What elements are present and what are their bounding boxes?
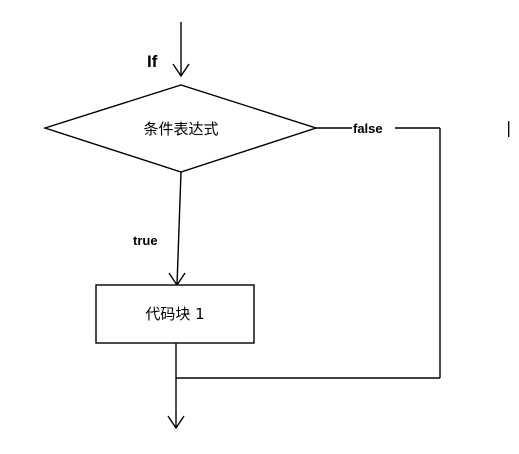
exit-arrow-head <box>167 415 185 430</box>
true-branch-line <box>176 171 182 286</box>
condition-text: 条件表达式 <box>143 120 218 138</box>
true-label: true <box>133 233 158 248</box>
start-label: If <box>147 52 158 71</box>
false-label: false <box>353 121 383 136</box>
entry-arrow-head <box>172 63 190 78</box>
stray-mark: | <box>506 118 511 137</box>
code-block-text: 代码块 1 <box>145 305 204 323</box>
code-block-box <box>95 284 255 344</box>
